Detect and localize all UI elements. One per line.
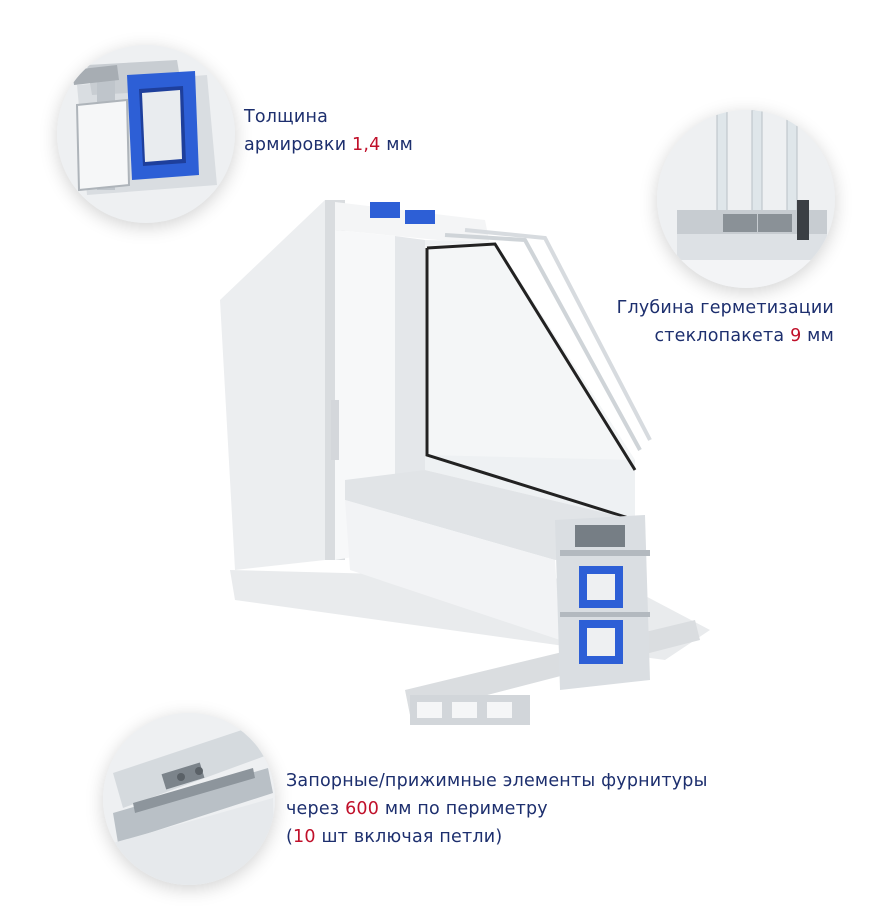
- locking-hardware-detail-icon: [103, 713, 275, 885]
- sealing-line2: стеклопакета 9 мм: [617, 322, 834, 350]
- sealing-line1: Глубина герметизации: [616, 298, 834, 318]
- hardware-line2: через 600 мм по периметру: [286, 795, 708, 823]
- hardware-line3-prefix: (: [286, 827, 294, 847]
- hardware-spacing-value: 600: [345, 799, 380, 819]
- reinforcement-line2-prefix: армировки: [244, 135, 353, 155]
- sealing-value: 9: [790, 326, 802, 346]
- glass-unit-detail-icon: [657, 110, 835, 288]
- hardware-line3-suffix: шт включая петли): [315, 827, 503, 847]
- sealing-callout: Глубина герметизации стеклопакета 9 мм: [617, 294, 834, 350]
- hardware-line2-suffix: мм по периметру: [379, 799, 548, 819]
- reinforcement-callout: Толщина армировки 1,4 мм: [244, 103, 413, 159]
- reinforcement-line2-suffix: мм: [380, 135, 414, 155]
- hardware-line2-prefix: через: [286, 799, 346, 819]
- sealing-line2-prefix: стеклопакета: [654, 326, 791, 346]
- hardware-callout: Запорные/прижимные элементы фурнитуры че…: [286, 767, 708, 851]
- pvc-window-cross-section-illustration: [220, 200, 710, 725]
- steel-reinforcement-detail-icon: [57, 45, 235, 223]
- reinforcement-line2: армировки 1,4 мм: [244, 131, 413, 159]
- reinforcement-line1: Толщина: [244, 107, 329, 127]
- hardware-line3: (10 шт включая петли): [286, 823, 708, 851]
- hardware-detail-circle: [103, 713, 275, 885]
- reinforcement-value: 1,4: [352, 135, 381, 155]
- hardware-line1: Запорные/прижимные элементы фурнитуры: [286, 771, 708, 791]
- reinforcement-detail-circle: [57, 45, 235, 223]
- sealing-line2-suffix: мм: [801, 326, 834, 346]
- glass-unit-detail-circle: [657, 110, 835, 288]
- hardware-count-value: 10: [293, 827, 316, 847]
